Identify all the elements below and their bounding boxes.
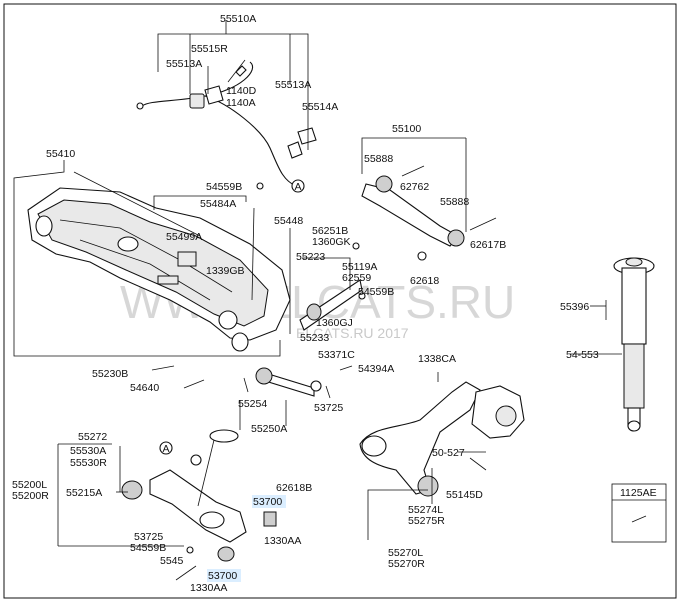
lower-arm-group: [121, 429, 277, 581]
crossmember-subframe: [27, 187, 291, 352]
part-labels: 55510A 55515R 55513A 1140D 1140A 55513A …: [12, 13, 657, 594]
label-55513A-top: 55513A: [166, 58, 202, 70]
label-55250A: 55250A: [251, 423, 287, 435]
upper-arm-group: [299, 165, 497, 331]
label-55223: 55223: [296, 251, 325, 263]
label-55275R: 55275R: [408, 515, 445, 527]
label-1330AA-mid: 1330AA: [264, 535, 301, 547]
label-55484A: 55484A: [200, 198, 236, 210]
label-55200L: 55200L: [12, 479, 47, 491]
highlight-53700-bottom: [207, 569, 241, 582]
label-55448: 55448: [274, 215, 303, 227]
label-54-553: 54-553: [566, 349, 599, 361]
watermark-sub: ELCATS.RU 2017: [296, 325, 409, 341]
label-55230B: 55230B: [92, 368, 128, 380]
label-55100: 55100: [392, 123, 421, 135]
label-62618B: 62618B: [276, 482, 312, 494]
bolts: [151, 182, 366, 389]
label-62618-mid: 62618: [410, 275, 439, 287]
reference-A-bottom: A: [159, 441, 173, 455]
label-55254: 55254: [238, 398, 267, 410]
label-1339GB: 1339GB: [206, 265, 245, 277]
label-50-527: 50-527: [432, 447, 465, 459]
label-55119A: 55119A: [342, 261, 377, 273]
label-55530R: 55530R: [70, 457, 107, 469]
lateral-link: [243, 367, 331, 399]
label-1360GJ: 1360GJ: [316, 317, 353, 329]
label-55274L: 55274L: [408, 504, 443, 516]
label-54559B-top: 54559B: [206, 181, 242, 193]
label-56251B: 56251B: [312, 225, 348, 237]
label-1360GK: 1360GK: [312, 236, 351, 248]
label-55499A: 55499A: [166, 231, 202, 243]
trailing-arm-knuckle: [359, 372, 525, 497]
label-5545: 5545: [160, 555, 184, 567]
label-53700-bottom: 53700: [208, 570, 237, 582]
shock-absorber: [605, 257, 655, 432]
label-55200R: 55200R: [12, 490, 49, 502]
label-55515R: 55515R: [191, 43, 228, 55]
label-1338CA: 1338CA: [418, 353, 456, 365]
label-55530A: 55530A: [70, 445, 106, 457]
label-53371C: 53371C: [318, 349, 355, 361]
svg-text:A: A: [163, 443, 170, 455]
label-62617B: 62617B: [470, 239, 506, 251]
label-53725-mid: 53725: [314, 402, 343, 414]
label-55270L: 55270L: [388, 547, 423, 559]
label-54640: 54640: [130, 382, 159, 394]
label-54394A: 54394A: [358, 363, 394, 375]
label-1140D: 1140D: [226, 85, 257, 97]
label-55514A: 55514A: [302, 101, 338, 113]
label-55888-right: 55888: [440, 196, 469, 208]
highlight-53700-top: [252, 495, 286, 508]
label-55145D: 55145D: [446, 489, 483, 501]
label-53725-bottom: 53725: [134, 531, 163, 543]
label-62762: 62762: [400, 181, 429, 193]
label-62559: 62559: [342, 272, 371, 284]
diagram-frame: [3, 3, 677, 599]
label-53700-top: 53700: [253, 496, 282, 508]
label-54559B-mid: 54559B: [358, 286, 394, 298]
label-1140A: 1140A: [226, 97, 256, 109]
label-55272: 55272: [78, 431, 107, 443]
label-1330AA-bottom: 1330AA: [190, 582, 227, 594]
label-55513A-right: 55513A: [275, 79, 311, 91]
label-55510A: 55510A: [220, 13, 256, 25]
leader-lines: [13, 20, 622, 547]
label-1125AE: 1125AE: [620, 487, 657, 499]
inset-1125AE: [611, 483, 667, 543]
label-55396: 55396: [560, 301, 589, 313]
stabilizer-bar-group: [136, 59, 317, 187]
label-55270R: 55270R: [388, 558, 425, 570]
label-54559B-bottom: 54559B: [130, 542, 166, 554]
reference-A-top: A: [291, 179, 305, 193]
svg-text:A: A: [295, 181, 302, 193]
label-55888-top: 55888: [364, 153, 393, 165]
label-55410: 55410: [46, 148, 75, 160]
label-55233: 55233: [300, 332, 329, 344]
label-55215A: 55215A: [66, 487, 102, 499]
